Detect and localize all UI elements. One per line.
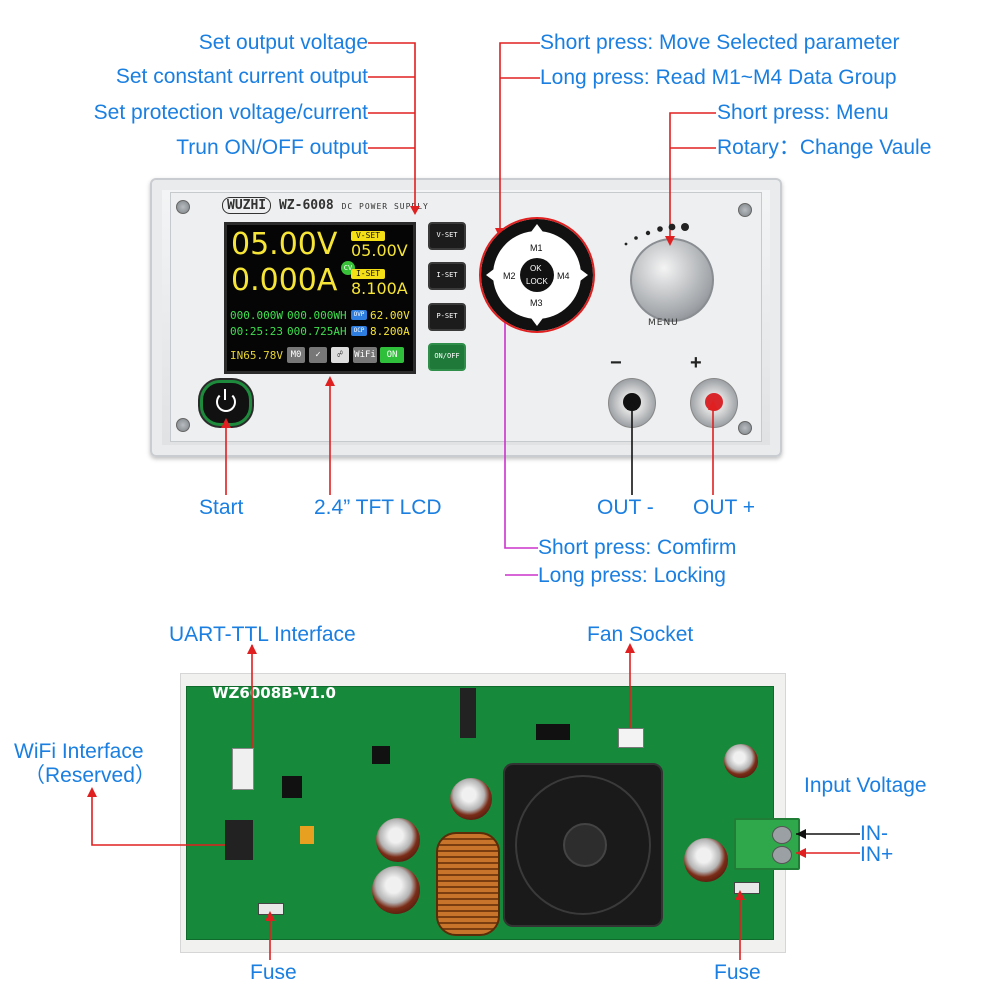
label-in-minus: IN-	[860, 822, 888, 845]
vset-value: 05.00V	[351, 241, 408, 260]
label-rotary-change: Rotary：Change Vaule	[717, 136, 932, 159]
label-in-plus: IN+	[860, 843, 894, 866]
capacitor	[450, 778, 492, 820]
lcd-current: 0.000A	[231, 263, 338, 298]
lcd-power: 000.000W	[230, 309, 283, 322]
dial-ok[interactable]: OK	[530, 264, 542, 273]
iset-button[interactable]: I-SET	[428, 262, 466, 290]
wifi-header[interactable]	[225, 820, 253, 860]
driver-ic	[536, 724, 570, 740]
tantalum-cap	[300, 826, 314, 844]
cooling-fan	[503, 763, 663, 927]
vset-button[interactable]: V-SET	[428, 222, 466, 250]
capacitor	[372, 866, 420, 914]
power-icon	[216, 392, 236, 412]
memory-slot: M0	[287, 347, 305, 363]
pset-button[interactable]: P-SET	[428, 303, 466, 331]
brand-logo: WUZHI	[222, 197, 272, 214]
programming-header	[460, 688, 476, 738]
plus-sign: +	[690, 352, 702, 374]
uart-connector[interactable]	[232, 748, 254, 790]
label-uart: UART-TTL Interface	[169, 623, 356, 646]
check-icon: ✓	[309, 347, 327, 363]
ocp-value: 8.200A	[370, 325, 410, 338]
label-long-press-read: Long press: Read M1~M4 Data Group	[540, 66, 897, 89]
label-out-plus: OUT +	[693, 496, 756, 519]
lcd-status-bar: IN65.78V M0 ✓ ☍ WiFi ON	[227, 343, 413, 369]
tft-lcd-screen: 05.00V 0.000A CV V-SET 05.00V I-SET 8.10…	[224, 222, 416, 374]
lcd-voltage: 05.00V	[231, 227, 338, 262]
lcd-input-voltage: IN65.78V	[230, 349, 283, 362]
vset-tag: V-SET	[351, 231, 385, 241]
ocp-tag: OCP	[351, 326, 367, 336]
capacitor	[376, 818, 420, 862]
inductor-coil	[436, 832, 500, 936]
label-turn-onoff: Trun ON/OFF output	[176, 136, 368, 159]
iset-tag: I-SET	[351, 269, 385, 279]
label-wifi-interface: WiFi Interface	[14, 740, 144, 763]
label-set-constant-current: Set constant current output	[115, 65, 368, 88]
screw-icon	[176, 200, 190, 214]
label-start: Start	[199, 496, 244, 519]
dial-lock[interactable]: LOCK	[526, 277, 548, 286]
onoff-button[interactable]: ON/OFF	[428, 343, 466, 371]
pcb-title: WZ6008B-V1.0	[212, 684, 336, 702]
label-wifi-reserved: （Reserved）	[24, 764, 156, 787]
fan-socket[interactable]	[618, 728, 644, 748]
label-short-press-menu: Short press: Menu	[717, 101, 889, 124]
label-fuse-right: Fuse	[714, 961, 761, 984]
model-name: WZ-6008	[278, 198, 334, 213]
dial-m3[interactable]: M3	[530, 298, 543, 308]
dial-m2[interactable]: M2	[503, 271, 516, 281]
capacitor	[724, 744, 758, 778]
label-set-output-voltage: Set output voltage	[198, 31, 368, 54]
lock-icon: ☍	[331, 347, 349, 363]
screw-icon	[738, 421, 752, 435]
lcd-capacity: 000.725AH	[287, 325, 347, 338]
knob-label: MENU	[648, 318, 679, 328]
navigation-dial[interactable]	[479, 217, 595, 333]
mcu-ic	[372, 746, 390, 764]
label-fan-socket: Fan Socket	[587, 623, 694, 646]
label-fuse-left: Fuse	[250, 961, 297, 984]
label-short-press-move: Short press: Move Selected parameter	[540, 31, 900, 54]
label-set-protection: Set protection voltage/current	[93, 101, 368, 124]
brand-plate: WUZHI WZ-6008 DC POWER SUPPLY	[222, 197, 429, 214]
capacitor	[684, 838, 728, 882]
input-terminal-block[interactable]	[734, 818, 800, 870]
label-tft-lcd: 2.4” TFT LCD	[314, 496, 442, 519]
dial-m4[interactable]: M4	[557, 271, 570, 281]
screw-icon	[738, 203, 752, 217]
iset-value: 8.100A	[351, 279, 408, 298]
lcd-time: 00:25:23	[230, 325, 283, 338]
regulator-ic	[282, 776, 302, 798]
label-short-press-confirm: Short press: Comfirm	[538, 536, 737, 559]
label-long-press-locking: Long press: Locking	[538, 564, 726, 587]
output-on-indicator: ON	[380, 347, 404, 363]
lcd-energy: 000.000WH	[287, 309, 347, 322]
wifi-indicator: WiFi	[353, 347, 377, 363]
dial-m1[interactable]: M1	[530, 243, 543, 253]
ovp-tag: OVP	[351, 310, 367, 320]
fan-icon	[563, 823, 607, 867]
label-input-voltage: Input Voltage	[804, 774, 927, 797]
screw-icon	[176, 418, 190, 432]
minus-sign: −	[610, 352, 622, 374]
label-out-minus: OUT -	[597, 496, 654, 519]
model-subtitle: DC POWER SUPPLY	[341, 202, 429, 211]
ovp-value: 62.00V	[370, 309, 410, 322]
